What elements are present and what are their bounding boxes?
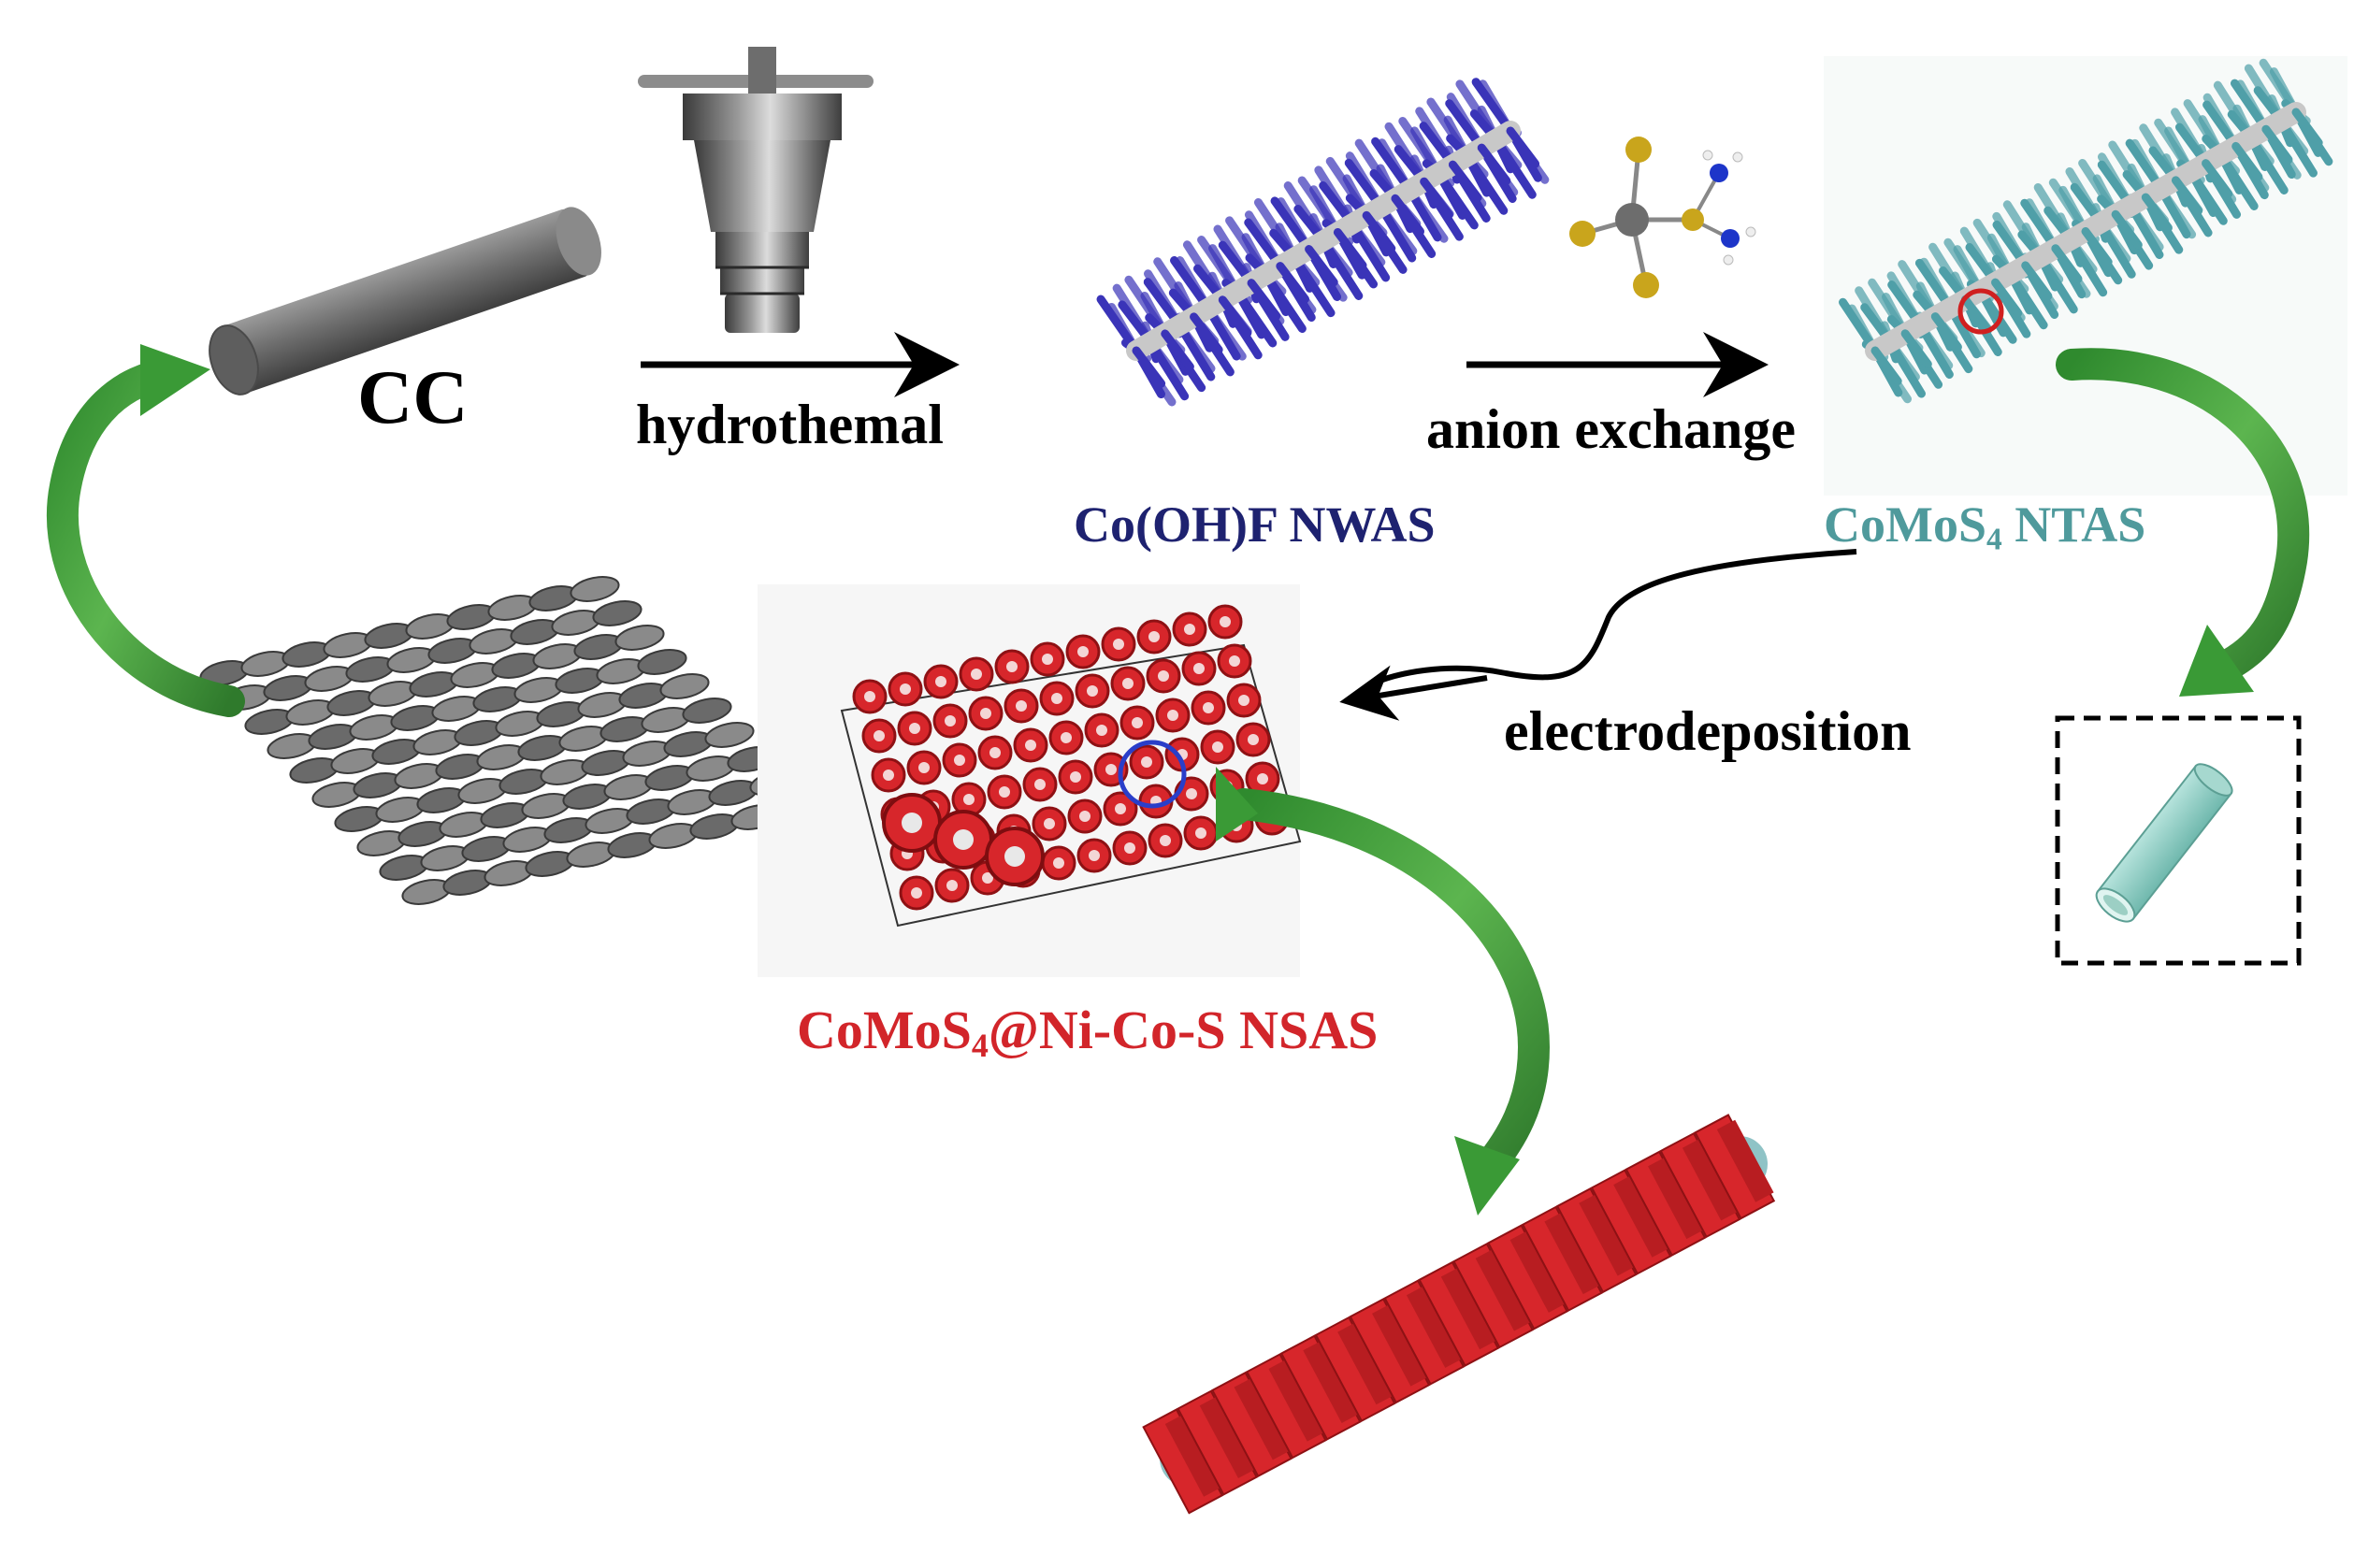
comos-ntas-main: CoMoS [1824,496,1986,553]
electrodeposition-label: electrodeposition [1504,700,1912,762]
coreshell-label-subscript: 4 [971,1026,989,1064]
nanotube-inset-icon [2055,715,2302,966]
green-curved-arrow-weave-to-cc [46,344,245,717]
green-curved-arrow-array-to-tube [1216,767,1551,1216]
hydrothermal-label: hydrothemal [636,394,944,455]
cc-label: CC [357,354,469,439]
electrodeposition-arrowhead [1339,665,1488,721]
cooh-nwas-label: Co(OH)F NWAS [1074,496,1436,553]
autoclave-icon [638,47,874,333]
coreshell-label-suffix: @Ni-Co-S NSAS [988,1000,1379,1060]
anion-exchange-label: anion exchange [1426,398,1797,460]
cooh-nanowire-brush-icon [1096,78,1550,407]
comos-ntas-suffix: NTAS [2001,496,2146,553]
comos-nanotube-brush-icon [1838,58,2333,404]
electrodeposition-curve-arrow [1353,549,1857,698]
coreshell-nsas-label: CoMoS4@Ni-Co-S NSAS [797,999,1378,1065]
comos-ntas-subscript: 4 [1986,522,2002,557]
single-coreshell-tube-icon [1142,1114,1776,1515]
coreshell-label-main: CoMoS [797,1000,972,1060]
zoom-marker-blue-circle [1118,740,1187,809]
carbon-cloth-rod-icon [209,207,601,396]
carbon-cloth-weave-icon [199,576,822,905]
coreshell-nanosheet-array-icon [840,604,1302,928]
thiomolybdate-molecule-icon [1569,137,1756,298]
zoom-marker-red-circle [1957,288,2004,335]
green-curved-arrow-brush-to-inset [2056,348,2310,697]
comos-ntas-label: CoMoS4 NTAS [1824,496,2145,557]
